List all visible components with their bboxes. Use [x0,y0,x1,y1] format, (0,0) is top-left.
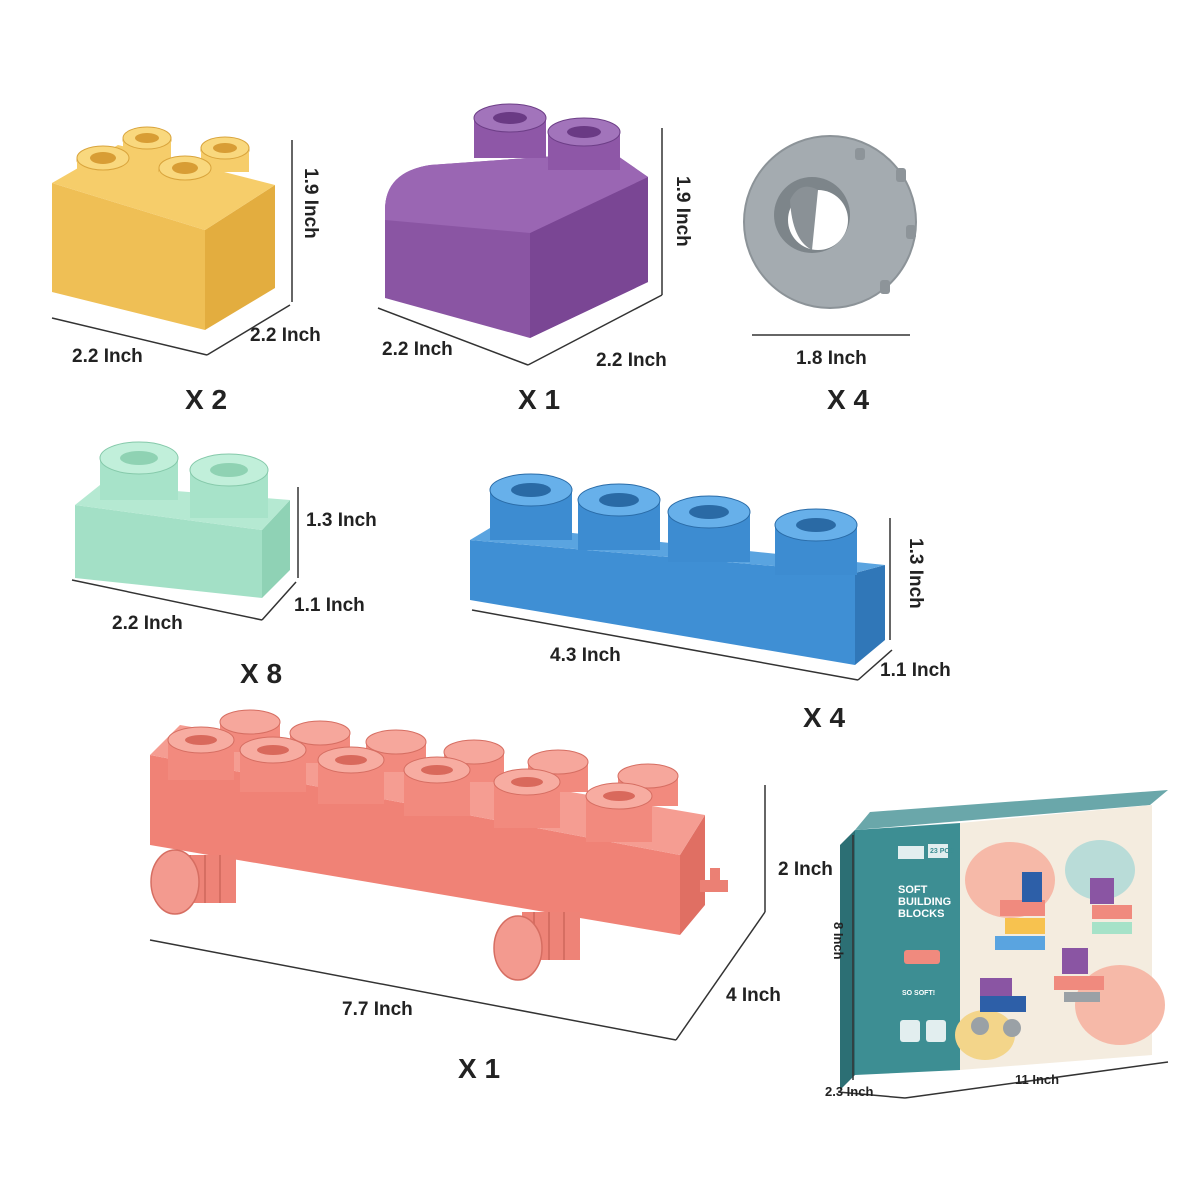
mint-block-width-label: 2.2 Inch [112,613,183,634]
blue-block-width-label: 4.3 Inch [550,645,621,666]
purple-curved-block [377,103,663,366]
purple-block-width-label: 2.2 Inch [382,339,453,360]
coral-car-base-block [149,709,766,1041]
box-height-label: 8 Inch [831,922,846,960]
mint-block-depth-label: 1.1 Inch [294,595,365,616]
car-base-quantity: X 1 [458,1053,501,1084]
purple-block-depth-label: 2.2 Inch [596,350,667,371]
yellow-block-height-label: 1.9 Inch [300,168,321,239]
wheel-quantity: X 4 [827,384,870,415]
blue-block-quantity: X 4 [803,702,846,733]
gray-wheel-piece [743,135,917,336]
box-tagline: SO SOFT! [902,990,936,997]
yellow-block-width-label: 2.2 Inch [72,346,143,367]
mint-block-quantity: X 8 [240,658,283,689]
box-depth-label: 2.3 Inch [825,1084,874,1099]
yellow-block-depth-label: 2.2 Inch [250,325,321,346]
yellow-block-quantity: X 2 [185,384,228,415]
car-base-height-label: 2 Inch [778,859,833,880]
mint-block-height-label: 1.3 Inch [306,510,377,531]
wheel-diameter-label: 1.8 Inch [796,348,867,369]
blue-block-depth-label: 1.1 Inch [880,660,951,681]
car-base-width-label: 7.7 Inch [342,999,413,1020]
car-base-wheels [150,849,580,981]
box-width-label: 11 Inch [1015,1072,1060,1087]
yellow-square-block [51,126,293,356]
blue-long-block [470,473,893,681]
package-box [837,790,1169,1099]
purple-block-height-label: 1.9 Inch [672,176,693,247]
purple-block-quantity: X 1 [518,384,561,415]
car-base-depth-label: 4 Inch [726,985,781,1006]
blue-block-height-label: 1.3 Inch [905,538,926,609]
mint-double-block [71,441,299,621]
box-product-title: SOFT BUILDING BLOCKS [898,884,952,920]
box-piece-count: 23 PCS [930,848,955,855]
